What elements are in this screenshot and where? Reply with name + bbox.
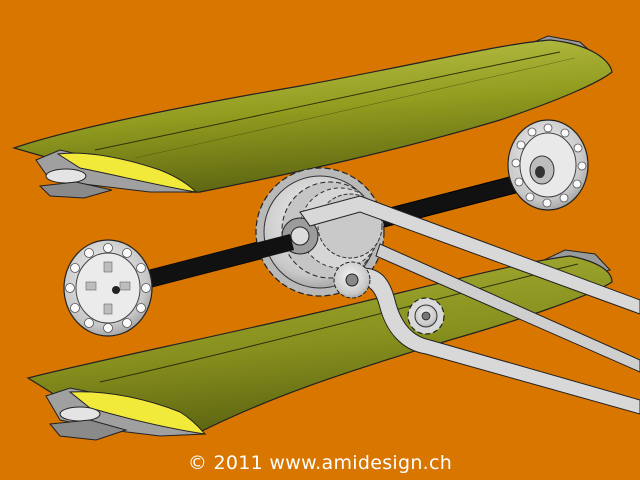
copyright-notice: © 2011 www.amidesign.ch — [187, 452, 453, 474]
lower-wing — [26, 249, 613, 441]
near-pulley-wheel — [63, 239, 153, 337]
upper-wing — [12, 35, 613, 199]
linkage-arms — [299, 195, 640, 415]
upper-wing-near-bracket — [35, 149, 198, 199]
tensioner-sprocket — [407, 297, 445, 335]
idler-pulley — [333, 261, 371, 299]
lower-wing-near-bracket — [45, 387, 207, 441]
far-pulley-wheel — [507, 119, 589, 211]
